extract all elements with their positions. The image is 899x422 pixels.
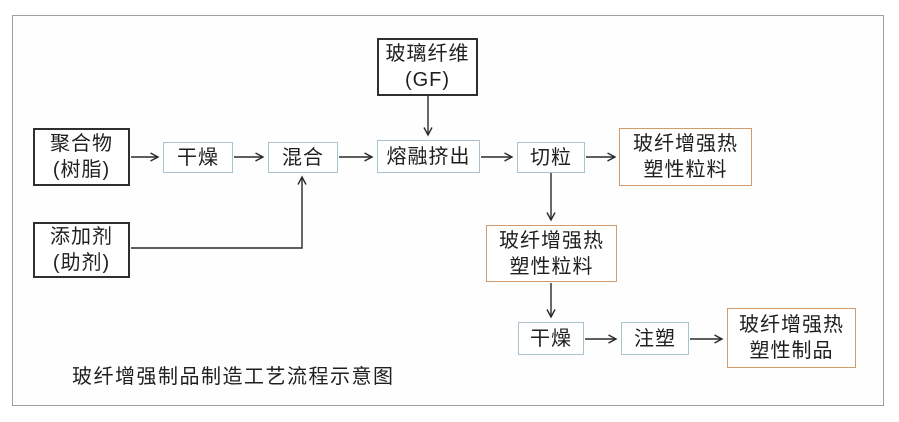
node-label: 玻纤增强热 xyxy=(633,133,738,155)
node-label: 玻纤增强热 xyxy=(499,229,604,252)
node-melt-extrude: 熔融挤出 xyxy=(377,140,480,173)
node-pelletize: 切粒 xyxy=(517,142,585,173)
node-label: 干燥 xyxy=(530,327,572,350)
node-label: 注塑 xyxy=(634,327,676,350)
node-label: (GF) xyxy=(404,69,451,91)
node-label: 塑性粒料 xyxy=(509,255,594,278)
node-label: 塑性制品 xyxy=(749,340,834,362)
node-mix: 混合 xyxy=(268,142,338,173)
node-label: (助剂) xyxy=(52,252,111,274)
diagram-caption: 玻纤增强制品制造工艺流程示意图 xyxy=(72,366,395,388)
node-pellets-1: 玻纤增强热 塑性粒料 xyxy=(619,128,752,186)
node-label: 塑性粒料 xyxy=(643,159,728,181)
node-label: 添加剂 xyxy=(50,226,113,248)
node-pellets-2: 玻纤增强热 塑性粒料 xyxy=(486,225,617,282)
node-label: 玻纤增强热 xyxy=(739,314,844,336)
node-glass-fiber: 玻璃纤维 (GF) xyxy=(377,38,478,96)
node-label: 熔融挤出 xyxy=(386,145,471,168)
node-label: 混合 xyxy=(282,146,324,169)
node-label: 切粒 xyxy=(530,146,572,169)
node-label: 干燥 xyxy=(177,146,219,169)
node-label: 玻璃纤维 xyxy=(385,43,470,65)
node-dry-2: 干燥 xyxy=(518,322,584,355)
node-final-product: 玻纤增强热 塑性制品 xyxy=(727,308,856,368)
node-label: 聚合物 xyxy=(50,133,113,155)
node-label: (树脂) xyxy=(52,159,111,181)
node-injection: 注塑 xyxy=(621,322,689,355)
node-dry-1: 干燥 xyxy=(163,142,233,173)
node-polymer: 聚合物 (树脂) xyxy=(33,128,130,186)
node-additive: 添加剂 (助剂) xyxy=(33,222,130,278)
